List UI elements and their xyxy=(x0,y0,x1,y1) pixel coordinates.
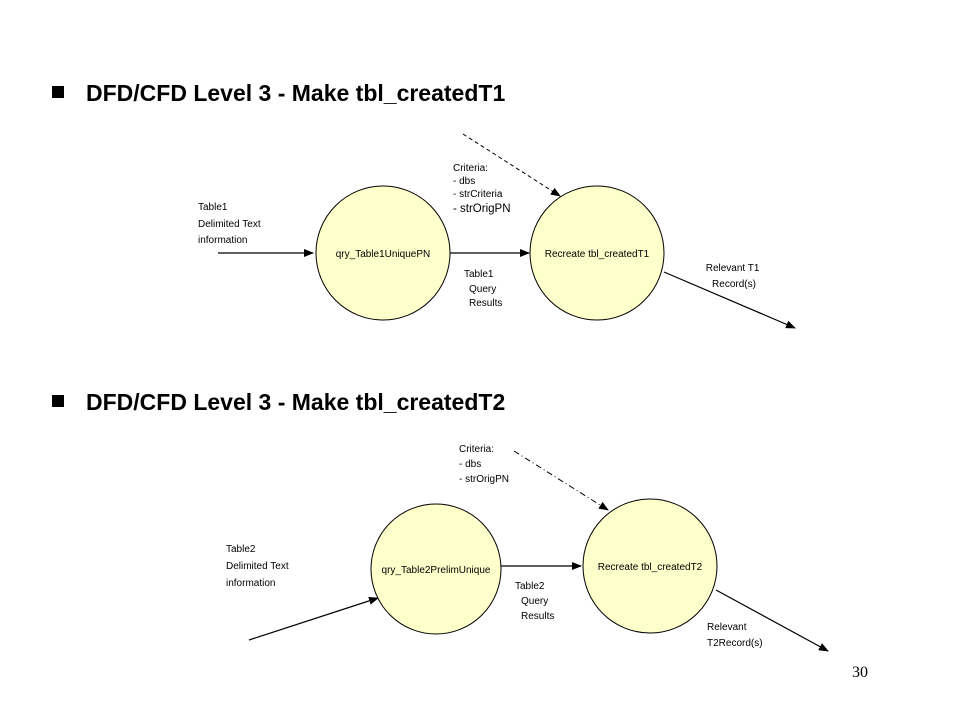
input-label-2-line-2: Delimited Text xyxy=(226,561,289,572)
criteria-label-1-line-4: - strOrigPN xyxy=(453,203,511,215)
section-1-title: DFD/CFD Level 3 - Make tbl_createdT1 xyxy=(86,80,506,106)
query-results-label-2-line-2: Query xyxy=(521,596,548,607)
process-qry-table2-prelimunique[interactable] xyxy=(370,503,502,635)
criteria-label-1: Criteria: - dbs - strCriteria - strOrigP… xyxy=(453,163,511,215)
section-2-title: DFD/CFD Level 3 - Make tbl_createdT2 xyxy=(86,389,506,415)
input-label-1-line-2: Delimited Text xyxy=(198,219,261,230)
criteria-label-2-line-3: - strOrigPN xyxy=(459,474,509,485)
process-qry-table2-prelimunique-label: qry_Table2PrelimUnique xyxy=(382,565,491,576)
input-label-2-line-3: information xyxy=(226,578,275,589)
process-recreate-tbl-createdt2[interactable] xyxy=(582,498,718,634)
query-results-label-1-line-3: Results xyxy=(469,298,502,309)
page-number: 30 xyxy=(852,664,868,681)
output-label-2-line-2: T2Record(s) xyxy=(707,638,763,649)
output-label-1: Relevant T1 Record(s) xyxy=(706,263,763,290)
process-recreate-tbl-createdt2-label: Recreate tbl_createdT2 xyxy=(598,562,703,573)
process-recreate-tbl-createdt1[interactable] xyxy=(529,185,665,321)
bullet-icon xyxy=(52,86,64,98)
criteria-label-2-line-2: - dbs xyxy=(459,459,481,470)
criteria-label-1-line-1: Criteria: xyxy=(453,163,488,174)
query-results-label-1-line-2: Query xyxy=(469,284,496,295)
output-label-1-line-1: Relevant T1 xyxy=(706,263,760,274)
criteria-label-2: Criteria: - dbs - strOrigPN xyxy=(459,444,509,485)
process-qry-table1-uniquepn-label: qry_Table1UniquePN xyxy=(336,249,431,260)
query-results-label-2: Table2 Query Results xyxy=(515,581,554,622)
query-results-label-2-line-1: Table2 xyxy=(515,581,545,592)
criteria-label-1-line-2: - dbs xyxy=(453,176,475,187)
input-label-1-line-3: information xyxy=(198,235,247,246)
output-label-2: Relevant T2Record(s) xyxy=(707,622,763,649)
output-label-1-line-2: Record(s) xyxy=(712,279,756,290)
criteria-flow-2 xyxy=(513,450,609,511)
output-flow-2 xyxy=(715,589,829,652)
input-label-1-line-1: Table1 xyxy=(198,202,228,213)
criteria-label-2-line-1: Criteria: xyxy=(459,444,494,455)
input-flow-2 xyxy=(248,596,379,641)
process-recreate-tbl-createdt1-label: Recreate tbl_createdT1 xyxy=(545,249,650,260)
output-flow-1 xyxy=(663,271,796,329)
input-label-2: Table2 Delimited Text information xyxy=(226,544,291,589)
input-label-2-line-1: Table2 xyxy=(226,544,256,555)
output-label-2-line-1: Relevant xyxy=(707,622,747,633)
input-label-1: Table1 Delimited Text information xyxy=(198,202,263,246)
section-2-heading: DFD/CFD Level 3 - Make tbl_createdT2 xyxy=(52,389,505,415)
bullet-icon xyxy=(52,395,64,407)
query-results-label-1-line-1: Table1 xyxy=(464,269,494,280)
section-1-heading: DFD/CFD Level 3 - Make tbl_createdT1 xyxy=(52,80,505,106)
query-results-label-2-line-3: Results xyxy=(521,611,554,622)
criteria-flow-1 xyxy=(462,133,561,197)
query-results-label-1: Table1 Query Results xyxy=(464,269,502,309)
criteria-label-1-line-3: - strCriteria xyxy=(453,189,503,200)
